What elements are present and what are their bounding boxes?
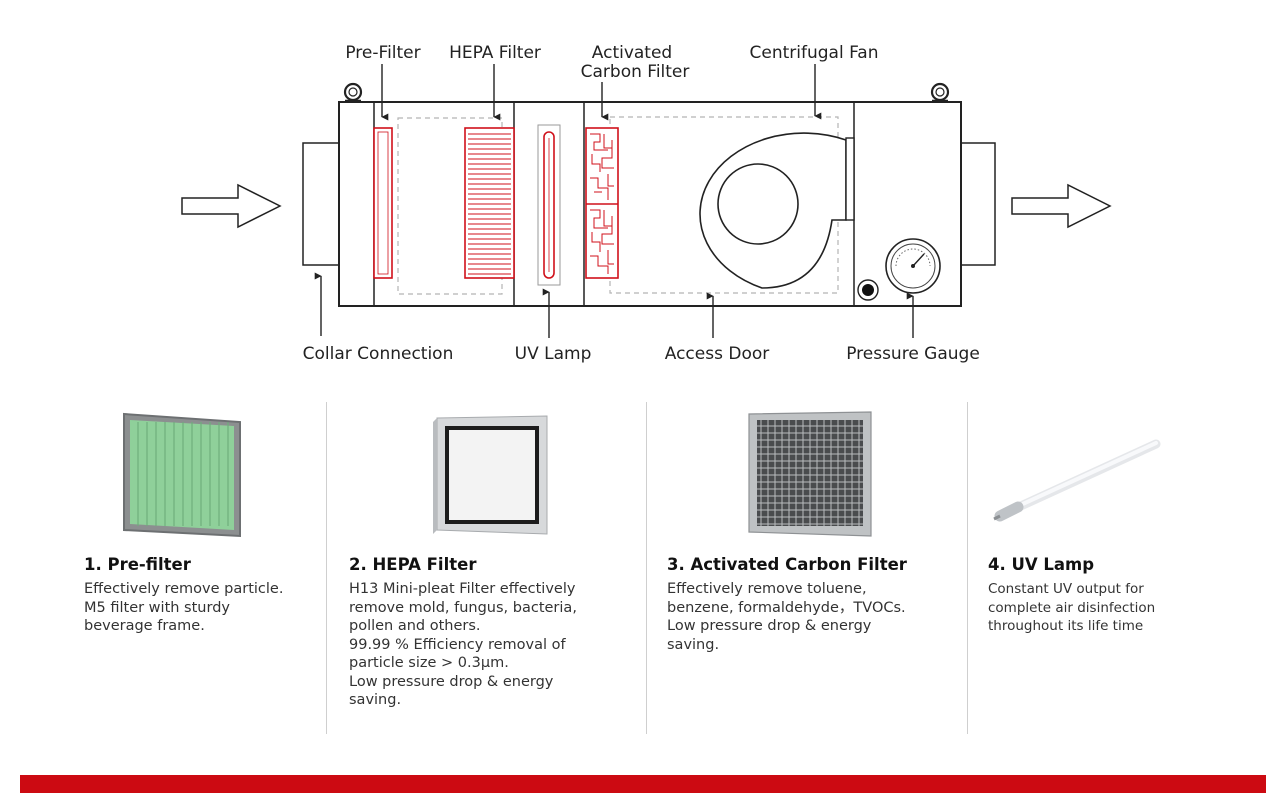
column-divider [326,402,327,734]
label-collar-connection: Collar Connection [303,344,454,364]
label-pointers [314,64,914,338]
hepa-filter-element [464,127,515,279]
uv-lamp-element [537,124,561,286]
card-title: 4. UV Lamp [988,555,1095,574]
card-description: Constant UV output for complete air disi… [988,581,1156,634]
inlet-collar [302,142,340,266]
bottom-accent-bar [20,775,1266,793]
lifting-eye-icon [930,82,950,103]
card-description: Effectively remove particle. M5 filter w… [84,581,284,634]
card-pre-filter: 1. Pre-filter Effectively remove particl… [84,400,384,735]
label-carbon-filter: Carbon Filter [581,62,690,82]
carbon-filter-element [585,127,619,279]
card-description: H13 Mini-pleat Filter effectively remove… [349,581,577,708]
label-hepa-filter: HEPA Filter [449,43,541,63]
card-title: 1. Pre-filter [84,555,191,574]
card-activated-carbon-filter: 3. Activated Carbon Filter Effectively r… [667,400,967,735]
column-divider [967,402,968,734]
column-divider [646,402,647,734]
label-centrifugal-fan: Centrifugal Fan [750,43,879,63]
hepa-filter-photo [433,415,548,535]
pre-filter-element [373,127,393,279]
pre-filter-photo [123,412,241,538]
label-uv-lamp: UV Lamp [515,344,592,364]
card-description: Effectively remove toluene, benzene, for… [667,581,906,653]
label-pre-filter: Pre-Filter [345,43,420,63]
carbon-filter-photo [748,411,872,537]
uv-lamp-photo [993,439,1161,522]
card-uv-lamp: 4. UV Lamp Constant UV output for comple… [988,400,1280,735]
lifting-eye-icon [343,82,363,103]
card-hepa-filter: 2. HEPA Filter H13 Mini-pleat Filter eff… [349,400,649,735]
outlet-arrow-icon [1011,183,1112,229]
card-title: 2. HEPA Filter [349,555,477,574]
inlet-arrow-icon [181,183,282,229]
pressure-gauge-icon [885,238,941,294]
label-access-door: Access Door [665,344,769,364]
label-activated: Activated [592,43,672,63]
label-pressure-gauge: Pressure Gauge [846,344,980,364]
centrifugal-fan-element [699,132,855,289]
outlet-collar [960,142,996,266]
drain-port-icon [857,279,879,301]
air-handler-diagram: Pre-Filter HEPA Filter Activated Carbon … [181,43,1112,364]
card-title: 3. Activated Carbon Filter [667,555,907,574]
unit-housing [338,101,962,307]
